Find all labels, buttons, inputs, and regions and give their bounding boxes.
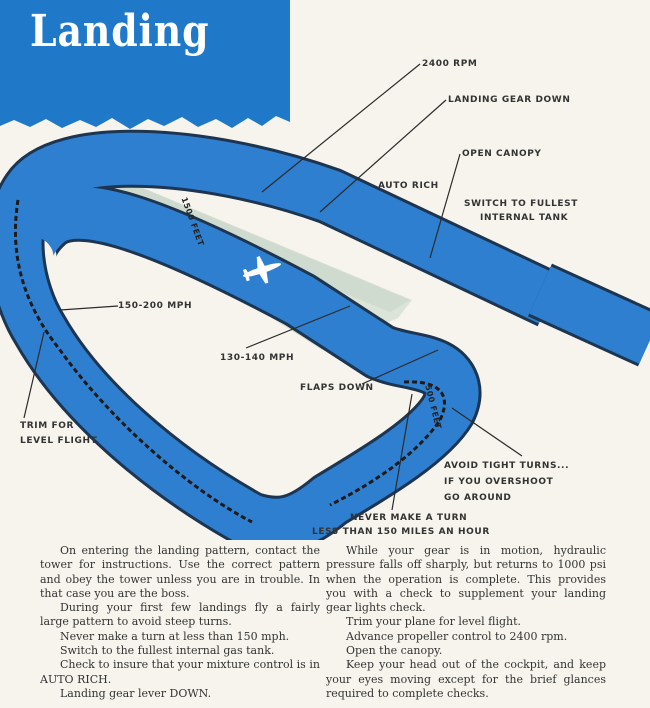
label-trim-for: TRIM FOR <box>20 421 75 431</box>
title-banner <box>0 0 290 129</box>
leader-avoid <box>451 407 523 457</box>
label-landing-gear-down: LANDING GEAR DOWN <box>448 95 571 105</box>
airplane-icon <box>242 256 282 284</box>
paragraph: Check to insure that your mixture contro… <box>40 658 320 686</box>
leader-trim <box>23 331 45 419</box>
paragraph: While your gear is in motion, hydraulic … <box>326 544 606 615</box>
paragraph: During your first few landings fly a fai… <box>40 601 320 629</box>
leader-150 <box>59 305 119 311</box>
leader-130 <box>245 305 351 349</box>
label-flaps-down: FLAPS DOWN <box>300 383 374 393</box>
leader-rpm <box>261 63 421 193</box>
label-if-you-overshoot: IF YOU OVERSHOOT <box>444 477 554 487</box>
label-open-canopy: OPEN CANOPY <box>462 149 542 159</box>
leader-gear <box>319 99 447 213</box>
paragraph: Open the canopy. <box>346 644 443 658</box>
leader-never <box>391 393 413 511</box>
label-avoid-tight-turns: AVOID TIGHT TURNS... <box>444 461 570 471</box>
label-never-make-a-turn: NEVER MAKE A TURN <box>350 513 468 523</box>
leader-canopy <box>429 153 461 259</box>
left-text-column: On entering the landing pattern, contact… <box>40 544 320 701</box>
label-2400-rpm: 2400 RPM <box>422 59 478 69</box>
label-go-around: GO AROUND <box>444 493 512 503</box>
paragraph: On entering the landing pattern, contact… <box>40 544 320 600</box>
label-internal-tank: INTERNAL TANK <box>480 213 569 223</box>
label-auto-rich: AUTO RICH <box>378 181 439 191</box>
label-level-flight: LEVEL FLIGHT <box>20 436 98 446</box>
leader-flaps <box>361 349 439 385</box>
paragraph: Keep your head out of the cockpit, and k… <box>326 658 606 700</box>
paragraph: Never make a turn at less than 150 mph. <box>60 629 290 643</box>
label-150-200-mph: 150-200 MPH <box>118 301 193 311</box>
landing-pattern-diagram <box>0 63 650 540</box>
paragraph: Advance propeller control to 2400 rpm. <box>346 629 568 643</box>
label-less-than-150: LESS THAN 150 MILES AN HOUR <box>312 527 490 537</box>
label-130-140-mph: 130-140 MPH <box>220 353 295 363</box>
paragraph: Trim your plane for level flight. <box>346 615 522 629</box>
right-text-column: While your gear is in motion, hydraulic … <box>326 544 606 701</box>
paragraph: Switch to the fullest internal gas tank. <box>60 644 275 658</box>
paragraph: Landing gear lever DOWN. <box>60 686 212 700</box>
label-switch-tank: SWITCH TO FULLEST <box>464 199 578 209</box>
page-title: Landing <box>30 6 210 57</box>
